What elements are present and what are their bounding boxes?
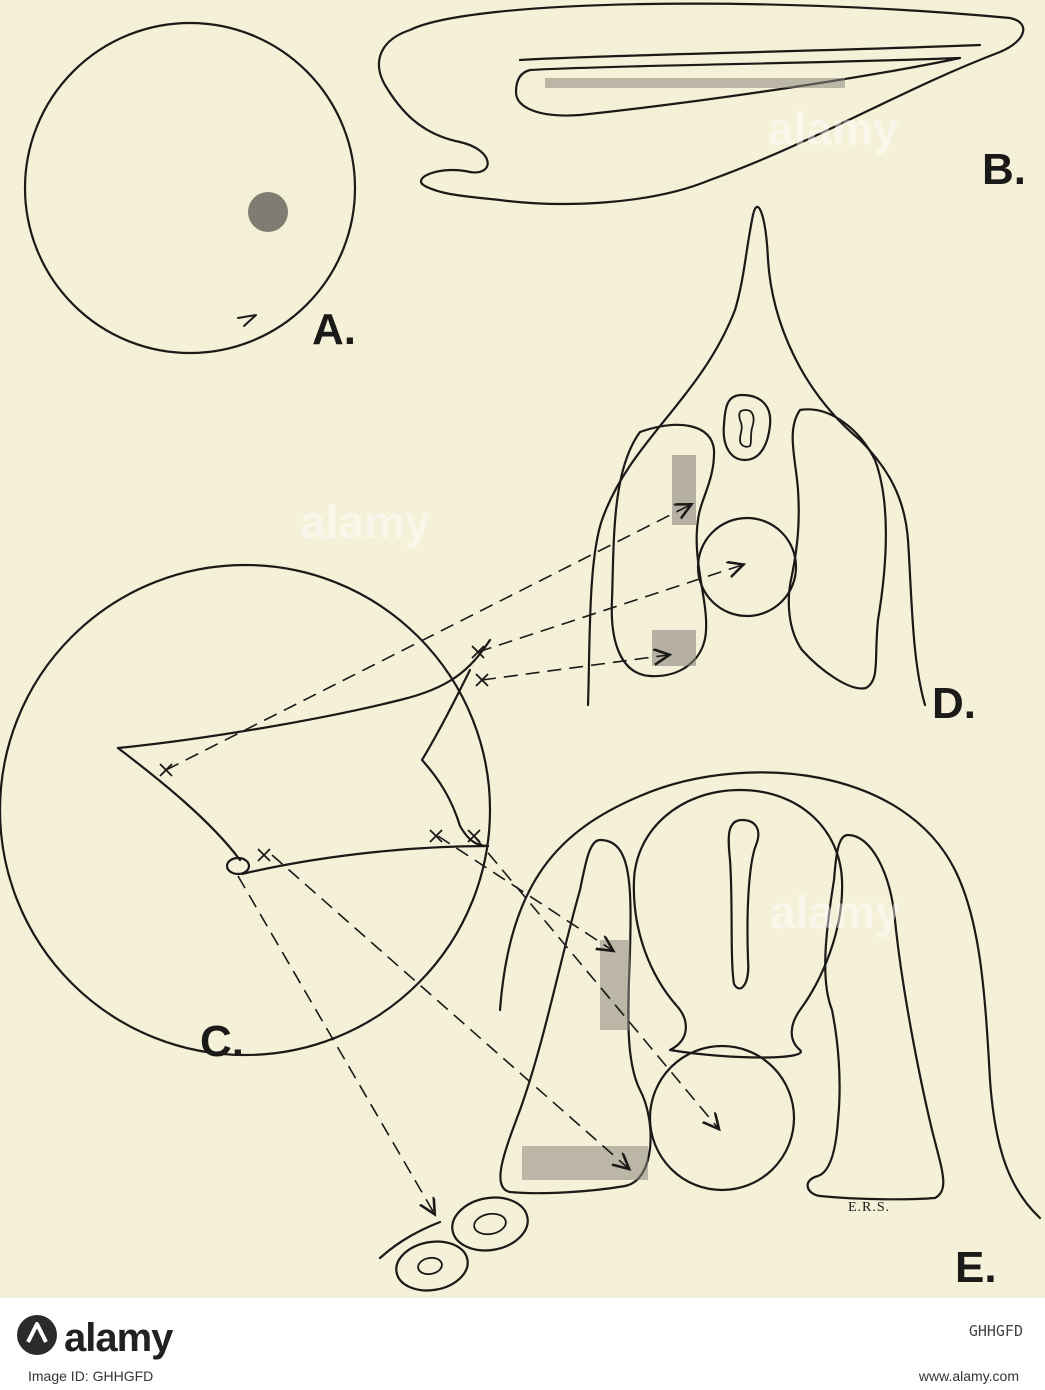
embryo-diagram-b xyxy=(377,2,1025,206)
footer-image-code: GHHGFD xyxy=(968,1322,1023,1340)
alamy-logo-icon xyxy=(17,1315,57,1355)
embryology-figure: A. B. C. D. E. E.R.S. alamy alamy alamy xyxy=(0,2,1042,1292)
footer-bar: alamy GHHGFD Image ID: GHHGFD www.alamy.… xyxy=(0,1298,1045,1390)
footer-image-id: Image ID: GHHGFD xyxy=(28,1368,154,1384)
egg-diagram-a xyxy=(23,21,357,355)
point-marks xyxy=(159,645,489,862)
label-c: C. xyxy=(200,1017,244,1066)
figure-drawing xyxy=(0,2,1042,1292)
footer-url[interactable]: www.alamy.com xyxy=(918,1368,1019,1384)
fate-arrows xyxy=(165,505,742,1213)
cross-section-d xyxy=(586,205,927,707)
label-a: A. xyxy=(312,305,356,354)
artist-signature: E.R.S. xyxy=(848,1200,891,1215)
footer-brand: alamy xyxy=(64,1316,173,1360)
label-d: D. xyxy=(932,679,976,728)
label-b: B. xyxy=(982,145,1026,194)
cross-section-e xyxy=(378,771,1042,1292)
label-e: E. xyxy=(955,1243,997,1292)
fate-map-c xyxy=(0,563,492,1057)
